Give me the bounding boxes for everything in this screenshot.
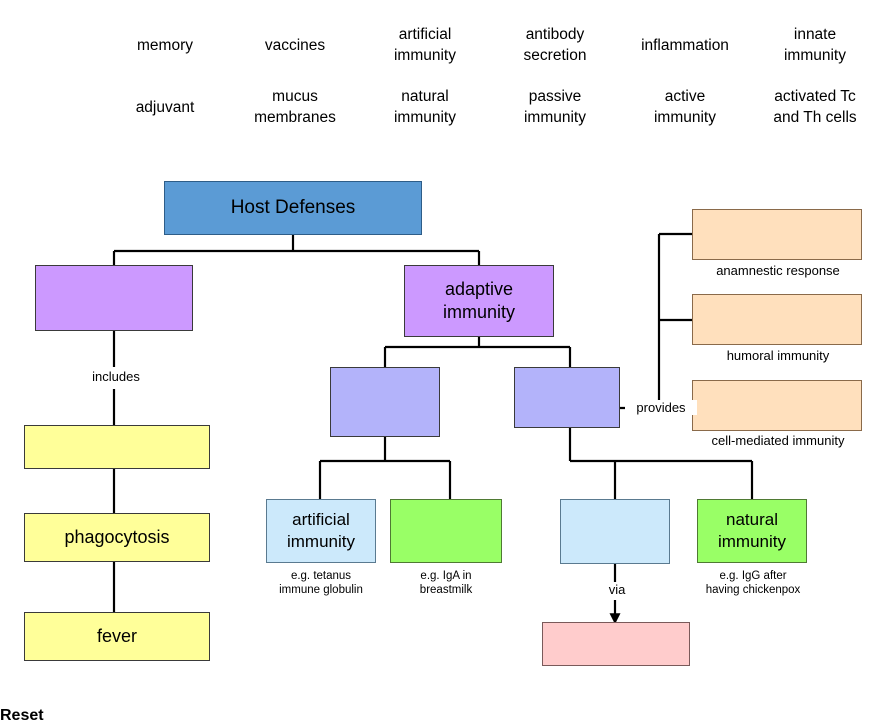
- edge-label-via: via: [585, 582, 649, 597]
- node-passive-immunity-blank[interactable]: [560, 499, 670, 564]
- node-cell-mediated-immunity-blank[interactable]: [692, 380, 862, 431]
- word-bank-row-1: memory vaccines artificial immunity anti…: [100, 18, 880, 74]
- word-bank: memory vaccines artificial immunity anti…: [100, 18, 880, 148]
- node-inflammation-blank[interactable]: [24, 425, 210, 469]
- word-bank-item-adjuvant[interactable]: adjuvant: [135, 98, 195, 116]
- node-phagocytosis[interactable]: phagocytosis: [24, 513, 210, 562]
- node-adaptive-immunity[interactable]: adaptive immunity: [404, 265, 554, 337]
- node-fever[interactable]: fever: [24, 612, 210, 661]
- word-bank-item-memory[interactable]: memory: [137, 36, 193, 54]
- word-bank-item-inflammation[interactable]: inflammation: [641, 36, 729, 54]
- word-bank-item-passive-immunity[interactable]: passive immunity: [523, 88, 586, 126]
- node-humoral-immunity-blank[interactable]: [692, 294, 862, 345]
- caption-tetanus-example: e.g. tetanus immune globulin: [279, 570, 363, 597]
- word-bank-item-natural-immunity[interactable]: natural immunity: [393, 88, 456, 126]
- word-bank-item-innate-immunity[interactable]: innate immunity: [783, 26, 846, 64]
- node-anamnestic-response-blank[interactable]: [692, 209, 862, 260]
- node-innate-immunity-blank[interactable]: [35, 265, 193, 331]
- node-cellular-branch-blank[interactable]: [514, 367, 620, 428]
- node-natural-immunity[interactable]: natural immunity: [697, 499, 807, 563]
- node-artificial-immunity[interactable]: artificial immunity: [266, 499, 376, 563]
- node-natural-immunity-left-blank[interactable]: [390, 499, 502, 563]
- concept-map-diagram: Host Defenses includes adaptive immunity…: [24, 181, 862, 666]
- caption-iga-example: e.g. IgA in breastmilk: [419, 570, 473, 597]
- word-bank-item-activated-tc-th-cells[interactable]: activated Tc and Th cells: [773, 88, 857, 126]
- word-bank-item-active-immunity[interactable]: active immunity: [653, 88, 716, 126]
- word-bank-item-artificial-immunity[interactable]: artificial immunity: [393, 26, 456, 64]
- caption-cell-mediated-immunity: cell-mediated immunity: [711, 433, 845, 448]
- word-bank-row-2: adjuvant mucus membranes natural immunit…: [100, 80, 880, 136]
- caption-igg-example: e.g. IgG after having chickenpox: [705, 570, 801, 597]
- edge-label-includes: includes: [64, 369, 168, 384]
- caption-anamnestic-response: anamnestic response: [716, 263, 840, 278]
- reset-button[interactable]: Reset: [0, 707, 44, 724]
- word-bank-item-vaccines[interactable]: vaccines: [264, 36, 326, 54]
- word-bank-item-antibody-secretion[interactable]: antibody secretion: [523, 26, 587, 64]
- node-antibody-secretion-blank[interactable]: [542, 622, 690, 666]
- caption-humoral-immunity: humoral immunity: [726, 348, 830, 363]
- word-bank-item-mucus-membranes[interactable]: mucus membranes: [254, 88, 336, 126]
- edge-label-provides: provides: [625, 400, 697, 415]
- node-humoral-branch-blank[interactable]: [330, 367, 440, 437]
- node-host-defenses[interactable]: Host Defenses: [164, 181, 422, 235]
